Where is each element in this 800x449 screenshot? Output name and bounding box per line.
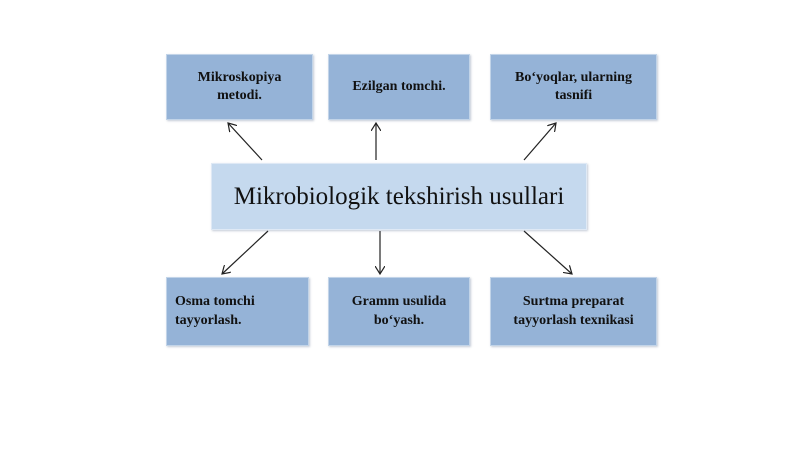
node-mikroskopiya: Mikroskopiya metodi. [166,54,313,120]
arrow-to-osma [222,230,269,274]
node-surtma-preparat-label: Surtma preparat tayyorlash texnikasi [513,294,634,328]
center-node-label: Mikrobiologik tekshirish usullari [233,182,565,210]
node-surtma-preparat: Surtma preparat tayyorlash texnikasi [490,277,657,346]
node-osma-tomchi-label: Osma tomchi tayyorlash. [175,294,255,328]
arrow-to-surtma [523,230,572,274]
node-gramm-usuli: Gramm usulida bo‘yash. [328,277,470,346]
node-mikroskopiya-label: Mikroskopiya metodi. [197,69,282,103]
arrow-to-boyoqlar [523,123,556,161]
arrow-to-mikroskopiya [228,123,263,161]
center-node: Mikrobiologik tekshirish usullari [211,163,587,230]
node-osma-tomchi: Osma tomchi tayyorlash. [166,277,309,346]
node-ezilgan-tomchi-label: Ezilgan tomchi. [352,78,446,94]
node-boyoqlar: Bo‘yoqlar, ularning tasnifi [490,54,657,120]
node-gramm-usuli-label: Gramm usulida bo‘yash. [351,294,447,328]
node-boyoqlar-label: Bo‘yoqlar, ularning tasnifi [515,69,632,103]
node-ezilgan-tomchi: Ezilgan tomchi. [328,54,470,120]
